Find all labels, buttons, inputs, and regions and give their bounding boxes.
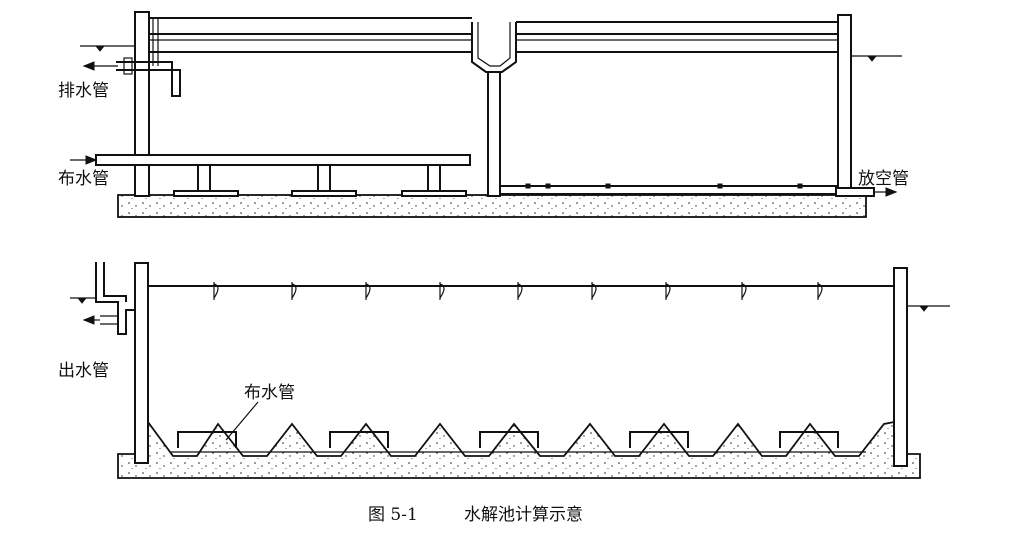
weir-notches bbox=[213, 282, 823, 300]
bottom-section-view: 布水管 出水管 bbox=[58, 262, 950, 479]
distribution-pipe-loop bbox=[779, 431, 839, 448]
weir-notch bbox=[517, 282, 523, 300]
drain-pipe bbox=[116, 61, 181, 97]
label-drain-pipe: 排水管 bbox=[58, 81, 109, 101]
diffuser-3 bbox=[401, 164, 467, 197]
top-base-slab bbox=[117, 194, 867, 218]
label-empty-pipe: 放空管 bbox=[858, 169, 909, 189]
top-section-view: 排水管 布水管 放空管 bbox=[58, 11, 909, 218]
top-middle-partition bbox=[487, 71, 501, 197]
bottom-right-wall bbox=[893, 267, 908, 467]
weir-notch bbox=[817, 282, 823, 300]
label-distribution-pipe-top: 布水管 bbox=[58, 169, 109, 189]
label-outlet-pipe: 出水管 bbox=[58, 361, 109, 381]
figure-caption: 水解池计算示意 bbox=[464, 505, 583, 525]
bottom-left-wall bbox=[134, 262, 149, 464]
weir-notch bbox=[741, 282, 747, 300]
weir-notch bbox=[291, 282, 297, 300]
distribution-pipe-loop bbox=[329, 431, 389, 448]
top-right-wall bbox=[837, 14, 852, 197]
weir-notch bbox=[665, 282, 671, 300]
weir-notch bbox=[439, 282, 445, 300]
figure-number: 图 5-1 bbox=[368, 505, 418, 525]
distribution-pipe-loop bbox=[177, 431, 237, 448]
top-distribution-pipe bbox=[95, 154, 471, 166]
distribution-pipe-loop bbox=[629, 431, 689, 448]
bottom-distribution-pipes bbox=[170, 431, 866, 453]
diffuser-2 bbox=[291, 164, 357, 197]
label-distribution-pipe-bottom: 布水管 bbox=[244, 383, 295, 403]
top-collection-trough bbox=[471, 22, 517, 73]
diffuser-1 bbox=[173, 164, 239, 197]
weir-notch bbox=[591, 282, 597, 300]
outlet-pipe bbox=[95, 262, 135, 335]
top-left-wall bbox=[134, 11, 150, 197]
weir-notch bbox=[365, 282, 371, 300]
hopper-floor bbox=[117, 421, 921, 479]
weir-notch bbox=[213, 282, 219, 300]
distribution-pipe-loop bbox=[479, 431, 539, 448]
